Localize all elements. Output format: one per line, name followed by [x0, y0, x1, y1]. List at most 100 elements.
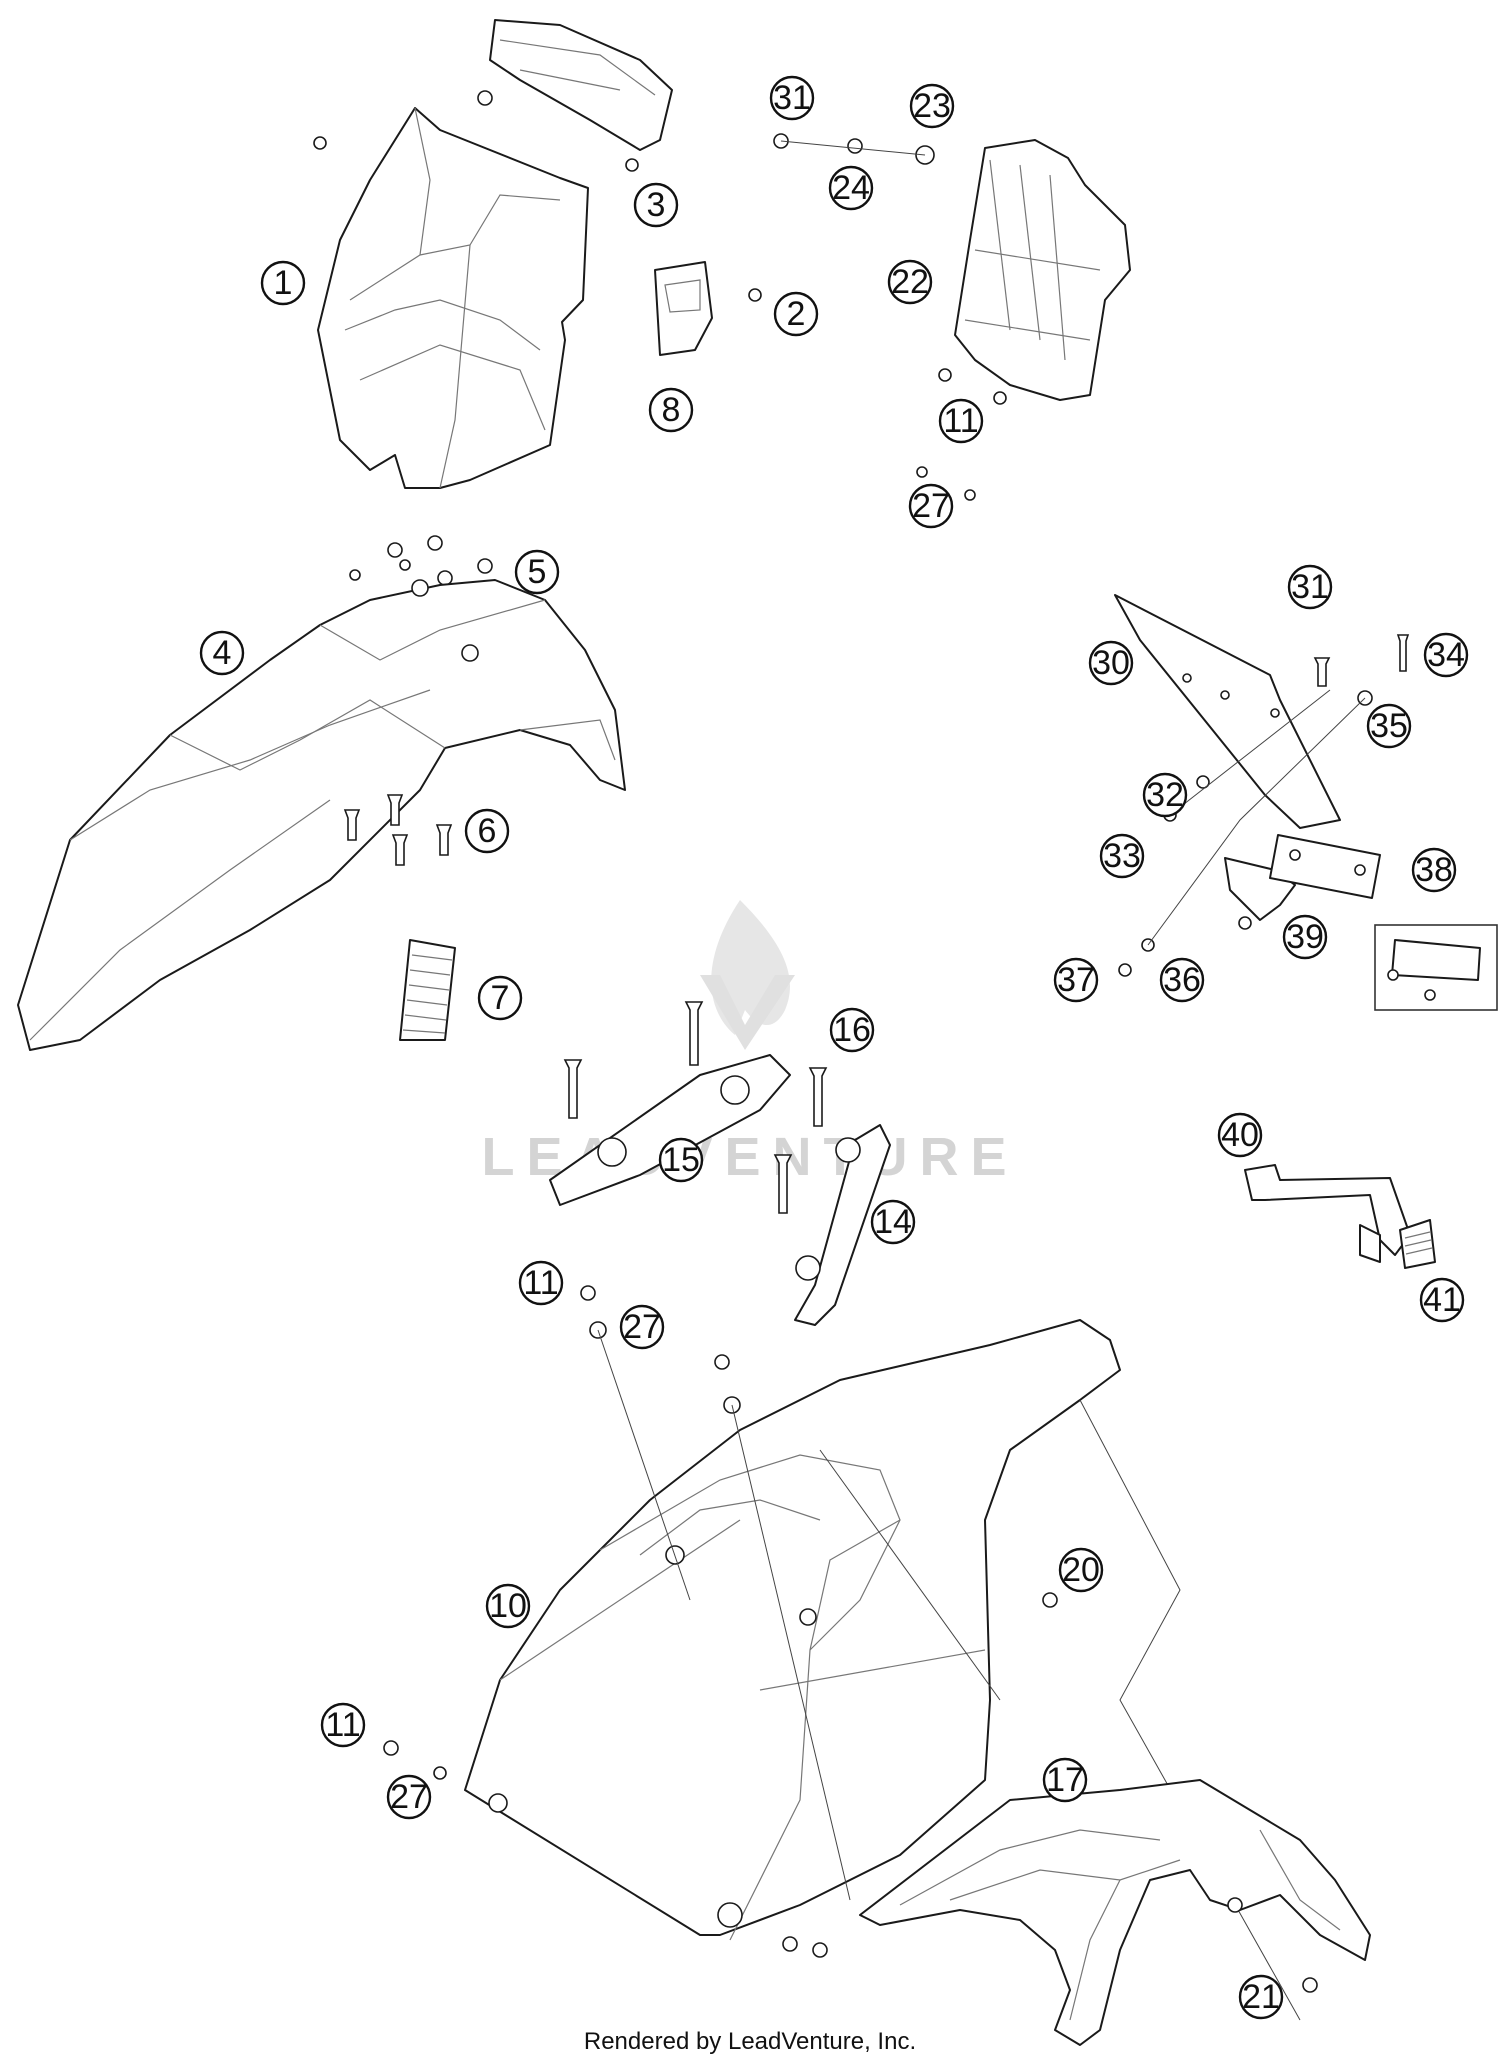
headlight-bracket[interactable]: [654, 261, 713, 356]
handle-bolts: [563, 1001, 828, 1214]
callout: 24: [828, 165, 874, 211]
callout: 40: [1217, 1112, 1263, 1158]
callout: 15: [658, 1137, 704, 1183]
callout: 31: [1287, 564, 1333, 610]
callout: 1: [260, 260, 306, 306]
side-reflector[interactable]: [1399, 1219, 1436, 1269]
callout: 20: [1058, 1547, 1104, 1593]
callout: 41: [1419, 1277, 1465, 1323]
callout-number: 3: [647, 186, 666, 224]
callout-number: 21: [1242, 1978, 1280, 2016]
callout: 32: [1142, 772, 1188, 818]
license-plate-holder[interactable]: [1114, 594, 1341, 829]
rear-fender[interactable]: [464, 1319, 1121, 1941]
callout-number: 35: [1370, 707, 1408, 745]
callout-number: 27: [390, 1778, 428, 1816]
holder-fasteners: [773, 133, 1007, 501]
grab-handle-right[interactable]: [794, 1124, 891, 1326]
callout-number: 22: [891, 263, 929, 301]
callout: 17: [1042, 1757, 1088, 1803]
watermark: LEADVENTURE: [481, 900, 1007, 1187]
callout-number: 38: [1415, 851, 1453, 889]
callout-number: 16: [833, 1011, 871, 1049]
callout: 11: [320, 1702, 366, 1748]
callout-number: 27: [912, 487, 950, 525]
callout-number: 40: [1221, 1116, 1259, 1154]
callout: 6: [464, 808, 510, 854]
cable-bracket[interactable]: [1244, 1164, 1411, 1263]
callout: 36: [1159, 957, 1205, 1003]
reflector[interactable]: [1269, 834, 1381, 899]
callout: 10: [485, 1583, 531, 1629]
callout-number: 5: [528, 553, 547, 591]
callout: 11: [518, 1260, 564, 1306]
callout-number: 2: [787, 295, 806, 333]
callout: 7: [477, 975, 523, 1021]
callout-number: 20: [1062, 1551, 1100, 1589]
callout: 27: [619, 1304, 665, 1350]
callout-number: 27: [623, 1308, 661, 1346]
reflector-kit-box[interactable]: [1374, 924, 1498, 1011]
rear-light-holder[interactable]: [954, 139, 1131, 401]
callout-number: 11: [523, 1264, 558, 1302]
callout: 5: [514, 549, 560, 595]
callout-number: 32: [1146, 776, 1184, 814]
callout: 33: [1099, 833, 1145, 879]
callouts: 1 2 3 4 5 6 7 8 10 11 11 11 14 15 16 17 …: [199, 75, 1469, 2020]
callout-number: 36: [1163, 961, 1201, 999]
callout: 23: [909, 83, 955, 129]
callout-number: 6: [478, 812, 497, 850]
callout-number: 37: [1057, 961, 1095, 999]
callout: 30: [1088, 640, 1134, 686]
callout-number: 39: [1286, 918, 1324, 956]
callout: 22: [887, 259, 933, 305]
callout: 11: [938, 398, 984, 444]
fender-screws: [343, 794, 453, 866]
rendered-by-credit: Rendered by LeadVenture, Inc.: [583, 2028, 917, 2055]
callout: 2: [773, 291, 819, 337]
callout: 21: [1238, 1974, 1284, 2020]
callout-number: 15: [662, 1141, 700, 1179]
callout: 16: [829, 1007, 875, 1053]
rear-fender-hardware: [383, 1285, 1301, 2021]
callout-number: 4: [213, 634, 232, 672]
callout: 27: [908, 483, 954, 529]
watermark-flame-logo: [711, 900, 790, 1035]
callout-number: 17: [1046, 1761, 1084, 1799]
callout-number: 31: [773, 79, 811, 117]
callout-number: 34: [1427, 636, 1465, 674]
callout-number: 11: [325, 1706, 360, 1744]
headlight-mask[interactable]: [317, 107, 589, 489]
air-grille[interactable]: [399, 939, 456, 1041]
callout: 34: [1423, 632, 1469, 678]
grab-rail[interactable]: [859, 1779, 1371, 2046]
callout-number: 31: [1291, 568, 1329, 606]
front-fender[interactable]: [17, 569, 626, 1051]
callout: 39: [1282, 914, 1328, 960]
grab-handle-left[interactable]: [549, 1054, 791, 1206]
callout: 14: [870, 1199, 916, 1245]
callout-number: 41: [1423, 1281, 1461, 1319]
callout-number: 1: [274, 264, 293, 302]
callout: 3: [633, 182, 679, 228]
headlight-unit[interactable]: [489, 19, 673, 151]
fender-hardware-set: [387, 535, 493, 586]
callout: 37: [1053, 957, 1099, 1003]
callout-number: 8: [662, 391, 681, 429]
mask-fasteners: [313, 90, 762, 302]
callout-number: 10: [489, 1587, 527, 1625]
callout-number: 24: [832, 169, 870, 207]
callout: 4: [199, 630, 245, 676]
callout-number: 30: [1092, 644, 1130, 682]
callout: 38: [1411, 847, 1457, 893]
callout-number: 33: [1103, 837, 1141, 875]
watermark-v-logo: [700, 975, 795, 1050]
callout: 31: [769, 75, 815, 121]
callout: 27: [386, 1774, 432, 1820]
callout-number: 14: [874, 1203, 912, 1241]
callout: 8: [648, 387, 694, 433]
callout-number: 7: [491, 979, 510, 1017]
callout-number: 11: [943, 402, 978, 440]
callout-number: 23: [913, 87, 951, 125]
